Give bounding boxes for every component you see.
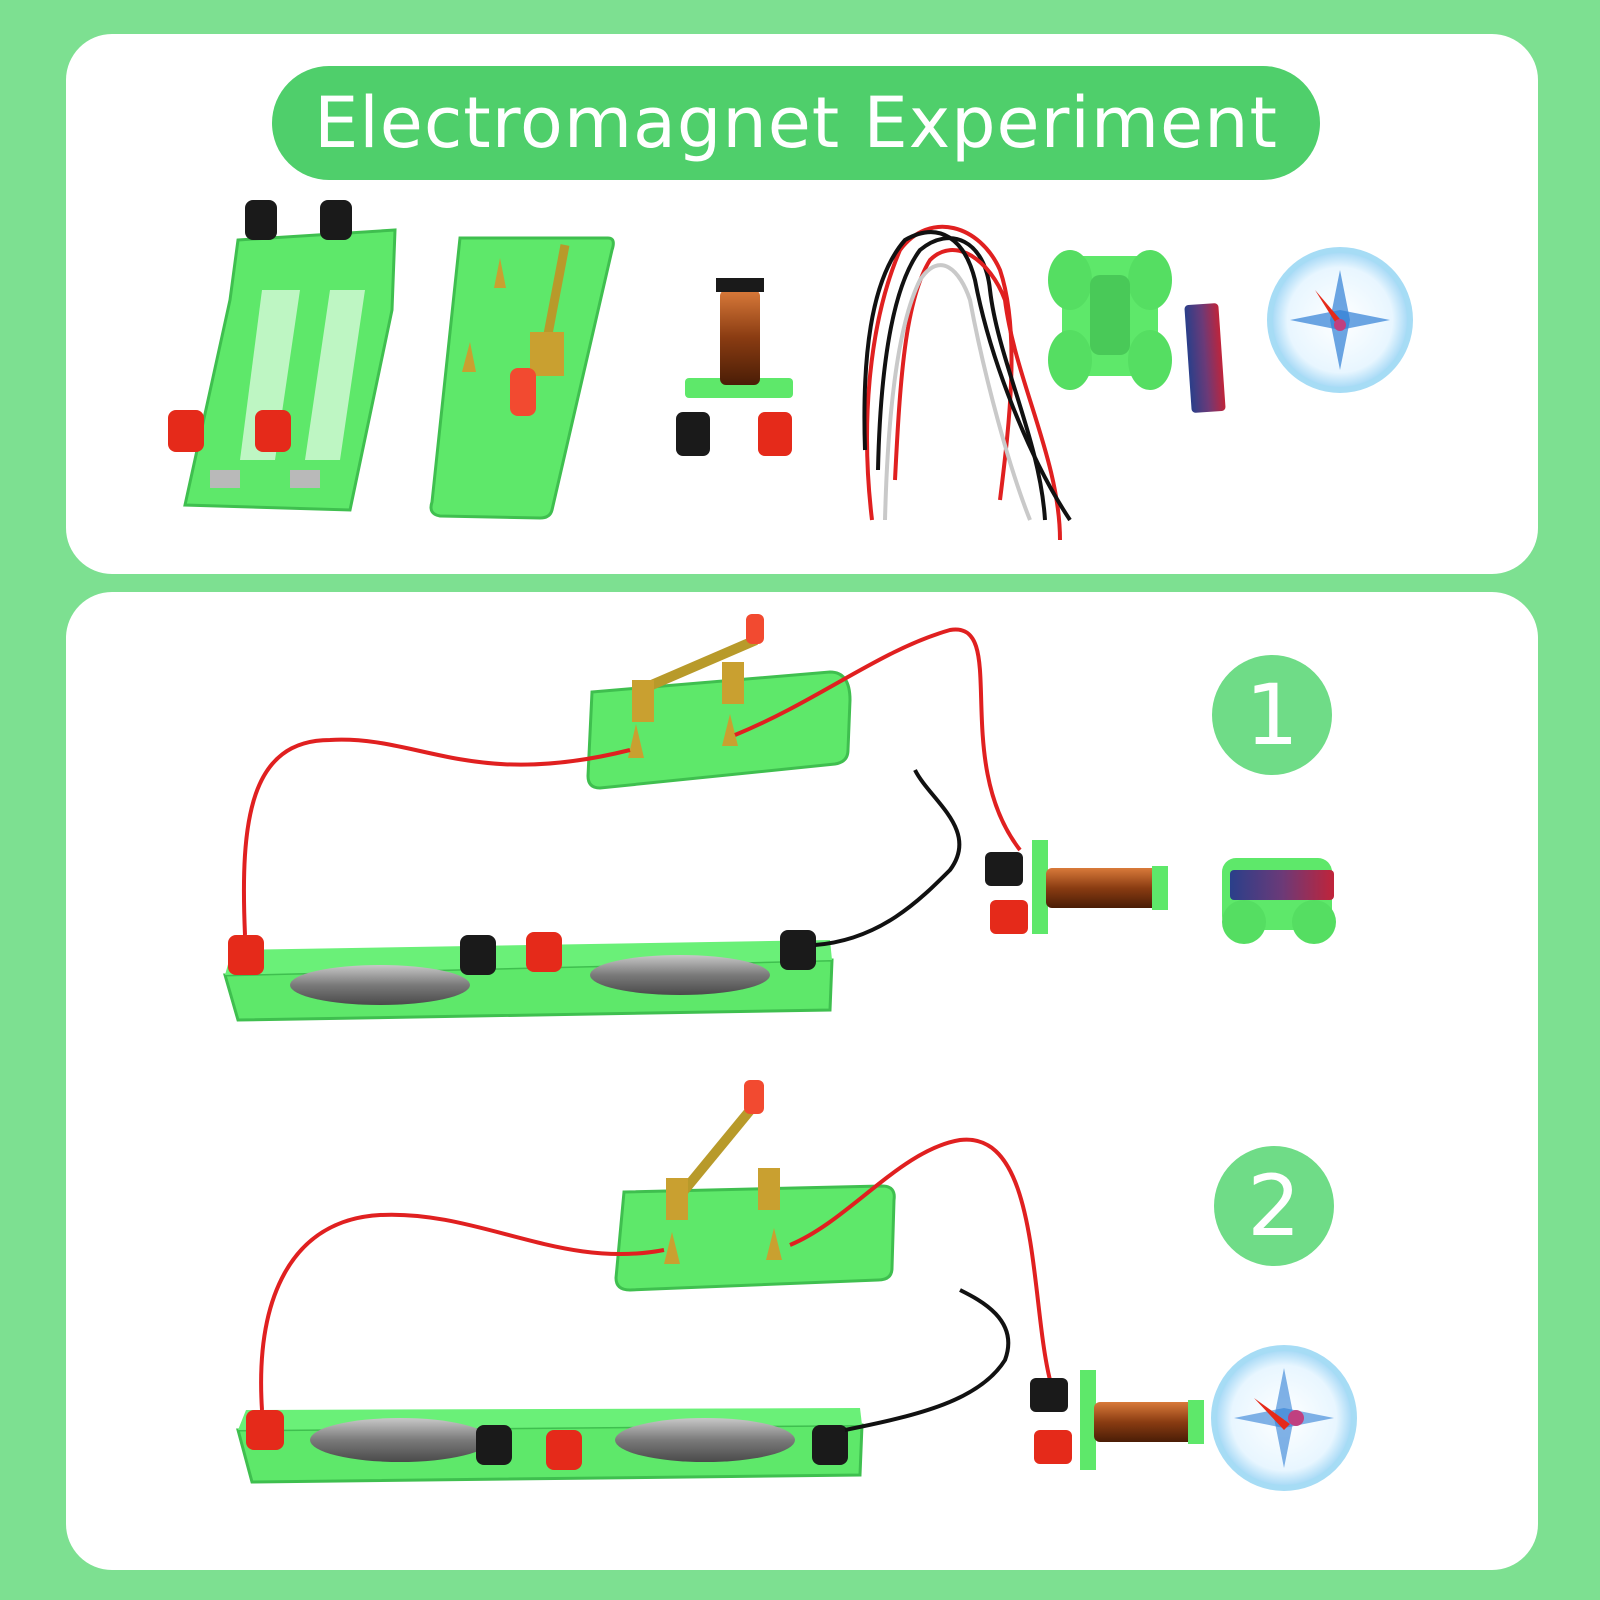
wires-step-1	[241, 627, 1022, 947]
wires-step-2	[259, 1137, 1052, 1432]
battery-pack-step-1	[223, 930, 834, 1022]
step-badge-1: 1	[1212, 655, 1332, 775]
step-badge-2: 2	[1214, 1146, 1334, 1266]
compass-icon	[1267, 247, 1413, 393]
coil-icon	[676, 278, 793, 456]
wires-icon	[862, 224, 1072, 541]
magnet-car-step-1	[1222, 858, 1336, 944]
page-title: Electromagnet Experiment	[314, 82, 1278, 164]
step-number: 2	[1247, 1157, 1301, 1255]
bar-magnet-icon	[1184, 303, 1226, 413]
knife-switch-icon	[429, 236, 615, 520]
car-icon	[1048, 250, 1172, 390]
switch-step-1	[586, 614, 852, 790]
battery-pack-step-2	[236, 1408, 864, 1484]
coil-step-2	[1030, 1370, 1204, 1470]
switch-step-2	[614, 1080, 896, 1292]
coil-step-1	[985, 840, 1168, 934]
title-banner: Electromagnet Experiment	[272, 66, 1320, 180]
battery-holder-icon	[168, 200, 397, 512]
compass-step-2	[1211, 1345, 1357, 1491]
step-number: 1	[1245, 666, 1299, 764]
